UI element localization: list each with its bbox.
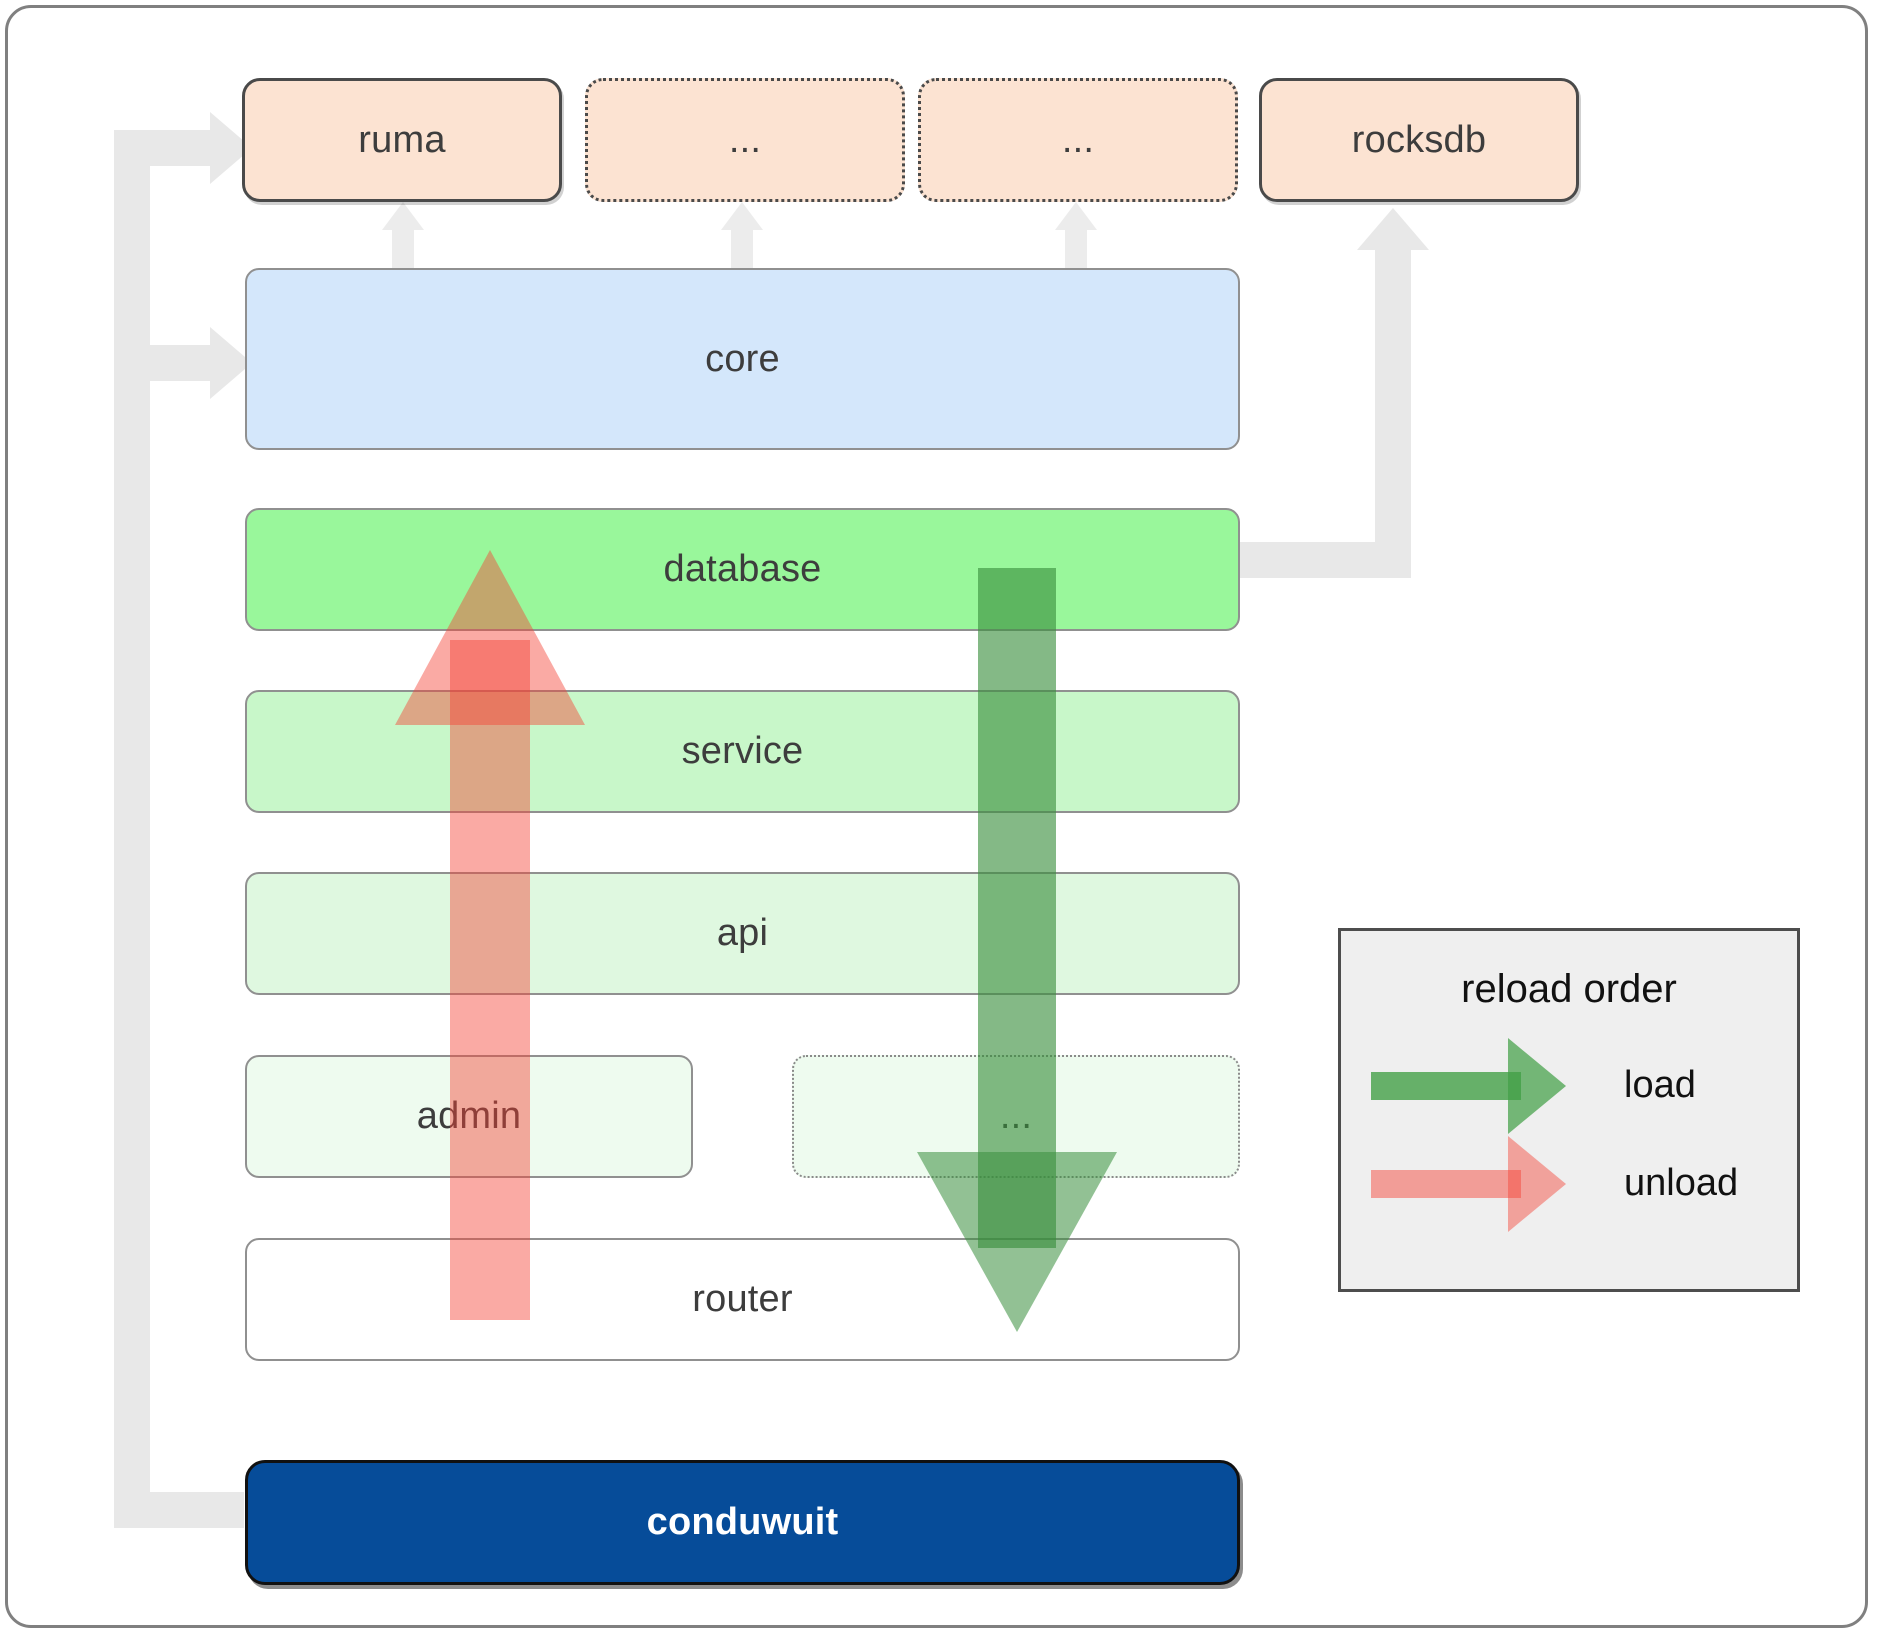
core-to-dots2-shaft <box>1065 228 1087 274</box>
gray-arrow-into-rocksdb <box>1357 208 1429 250</box>
unload-flow-arrowhead <box>395 550 585 725</box>
core-to-dots2-arrowhead <box>1055 202 1097 230</box>
layer-label-core: core <box>705 337 780 380</box>
gray-connector-db-to-rocksdb-vertical <box>1375 250 1411 578</box>
unload-flow-shaft <box>450 640 530 1320</box>
core-to-dots1-shaft <box>731 228 753 274</box>
load-flow-shaft <box>978 568 1056 1248</box>
dep-box-rocksdb[interactable]: rocksdb <box>1259 78 1579 202</box>
legend-load-arrow-head <box>1508 1038 1566 1134</box>
layer-label-router: router <box>692 1278 793 1320</box>
core-to-ruma-arrowhead <box>382 202 424 230</box>
load-flow-arrowhead <box>917 1152 1117 1332</box>
dep-box-ruma[interactable]: ruma <box>242 78 562 202</box>
dep-label-ruma: ruma <box>358 118 446 161</box>
gray-connector-vertical-left <box>114 130 150 1528</box>
dep-label-ellipsis-1: ... <box>728 118 762 161</box>
core-to-ruma-shaft <box>392 228 414 274</box>
legend-unload-label: unload <box>1624 1162 1739 1204</box>
legend-unload-arrow-shaft <box>1371 1170 1521 1198</box>
layer-box-core[interactable]: core <box>245 268 1240 450</box>
legend-unload-arrow-head <box>1508 1136 1566 1232</box>
gray-connector-bottom-to-app <box>114 1492 244 1528</box>
layer-label-service: service <box>681 730 804 772</box>
layer-box-api[interactable]: api <box>245 872 1240 995</box>
layer-label-api: api <box>716 912 769 954</box>
dep-label-ellipsis-2: ... <box>1061 118 1095 161</box>
app-box-conduwuit[interactable]: conduwuit <box>245 1460 1240 1585</box>
layer-label-admin: admin <box>416 1095 522 1137</box>
core-to-dots1-arrowhead <box>721 202 763 230</box>
diagram-frame <box>5 5 1868 1628</box>
legend-title: reload order <box>1461 967 1677 1011</box>
gray-connector-branch-core <box>114 345 224 381</box>
legend-load-label: load <box>1624 1064 1696 1106</box>
legend-load-arrow-shaft <box>1371 1072 1521 1100</box>
legend-panel: reload order load unload <box>1338 928 1800 1292</box>
layer-box-database[interactable]: database <box>245 508 1240 631</box>
dep-box-ellipsis-1[interactable]: ... <box>585 78 905 202</box>
app-label-conduwuit: conduwuit <box>646 1501 839 1543</box>
dep-label-rocksdb: rocksdb <box>1351 118 1487 161</box>
gray-connector-branch-ruma <box>114 130 224 166</box>
layer-box-service[interactable]: service <box>245 690 1240 813</box>
layer-label-database: database <box>663 548 822 590</box>
layer-box-admin[interactable]: admin <box>245 1055 693 1178</box>
dep-box-ellipsis-2[interactable]: ... <box>918 78 1238 202</box>
